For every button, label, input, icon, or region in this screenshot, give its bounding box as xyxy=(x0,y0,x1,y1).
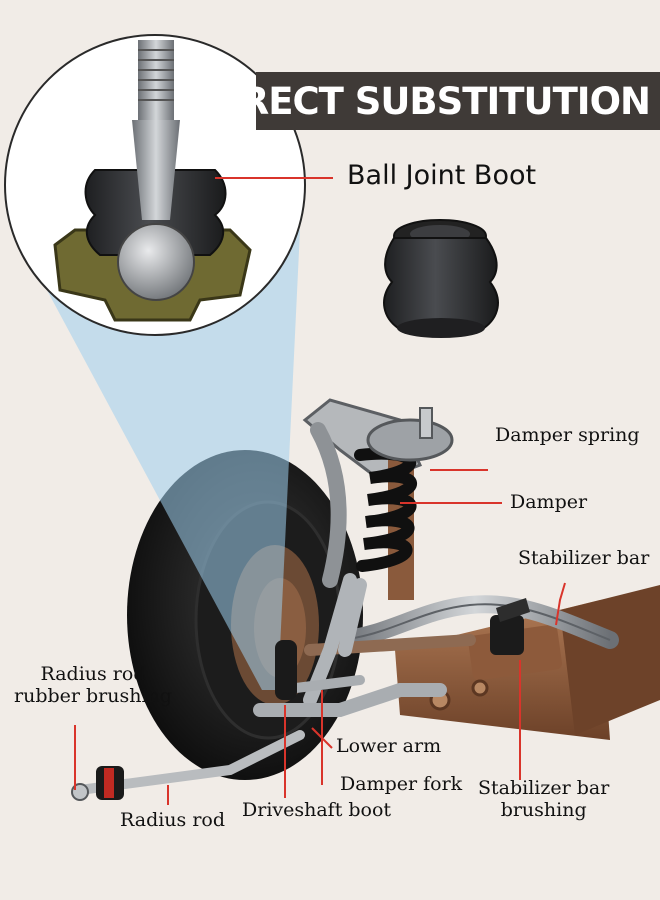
driveshaft-boot xyxy=(275,640,297,700)
lower-arm xyxy=(253,683,447,717)
coil-spring xyxy=(354,407,454,600)
leader-lines xyxy=(74,177,566,805)
driveshaft-boot-label: Driveshaft boot xyxy=(242,799,392,821)
ball-joint-boot-label: Ball Joint Boot xyxy=(347,160,537,191)
damper-fork-label: Damper fork xyxy=(340,773,463,795)
damper-spring-label: Damper spring xyxy=(495,424,640,446)
damper-label: Damper xyxy=(510,491,588,513)
ball-joint-boot-product xyxy=(383,219,499,338)
spotlight-cone xyxy=(20,230,300,690)
radius-rod-rubber-brushing-label: Radius rod rubber brushing xyxy=(14,663,172,707)
radius-rod-label: Radius rod xyxy=(120,809,226,831)
ball-joint-callout xyxy=(4,34,306,336)
lower-arm-label: Lower arm xyxy=(336,735,442,757)
stabilizer-bar-brushing-label: Stabilizer bar brushing xyxy=(478,777,610,821)
page-title: DIRECT SUBSTITUTION xyxy=(198,72,660,130)
stabilizer-bar-bushing xyxy=(490,615,524,655)
stabilizer-bar-label: Stabilizer bar xyxy=(518,547,650,569)
